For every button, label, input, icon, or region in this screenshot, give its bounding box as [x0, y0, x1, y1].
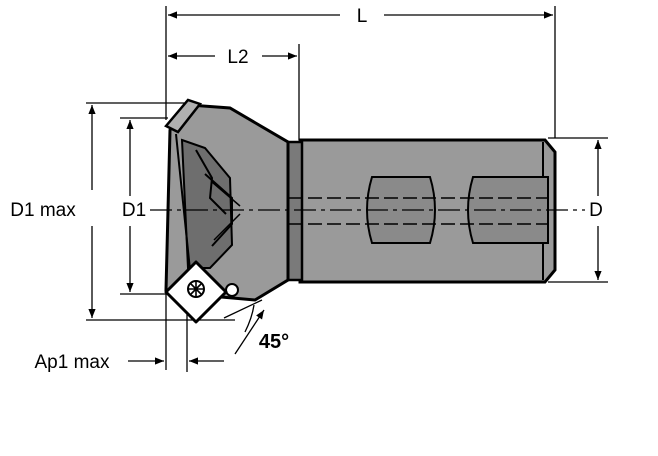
label-Ap1-max: Ap1 max	[35, 352, 110, 373]
label-D1-max: D1 max	[10, 200, 76, 221]
dimension-lines	[88, 11, 602, 365]
label-angle: 45°	[259, 331, 289, 353]
extension-lines	[86, 6, 608, 372]
label-D1: D1	[122, 200, 146, 221]
cutter-head	[164, 98, 290, 302]
label-D: D	[589, 200, 603, 221]
label-L: L	[357, 6, 368, 27]
cutting-insert	[164, 260, 228, 324]
shank-flat-2	[467, 176, 549, 244]
top-insert	[164, 98, 203, 134]
dimension-labels: L L2 D1 max D1 D Ap1 max 45°	[10, 6, 603, 373]
shank-flat-1	[366, 176, 436, 244]
tool-shank	[232, 138, 557, 284]
label-L2: L2	[227, 47, 248, 68]
